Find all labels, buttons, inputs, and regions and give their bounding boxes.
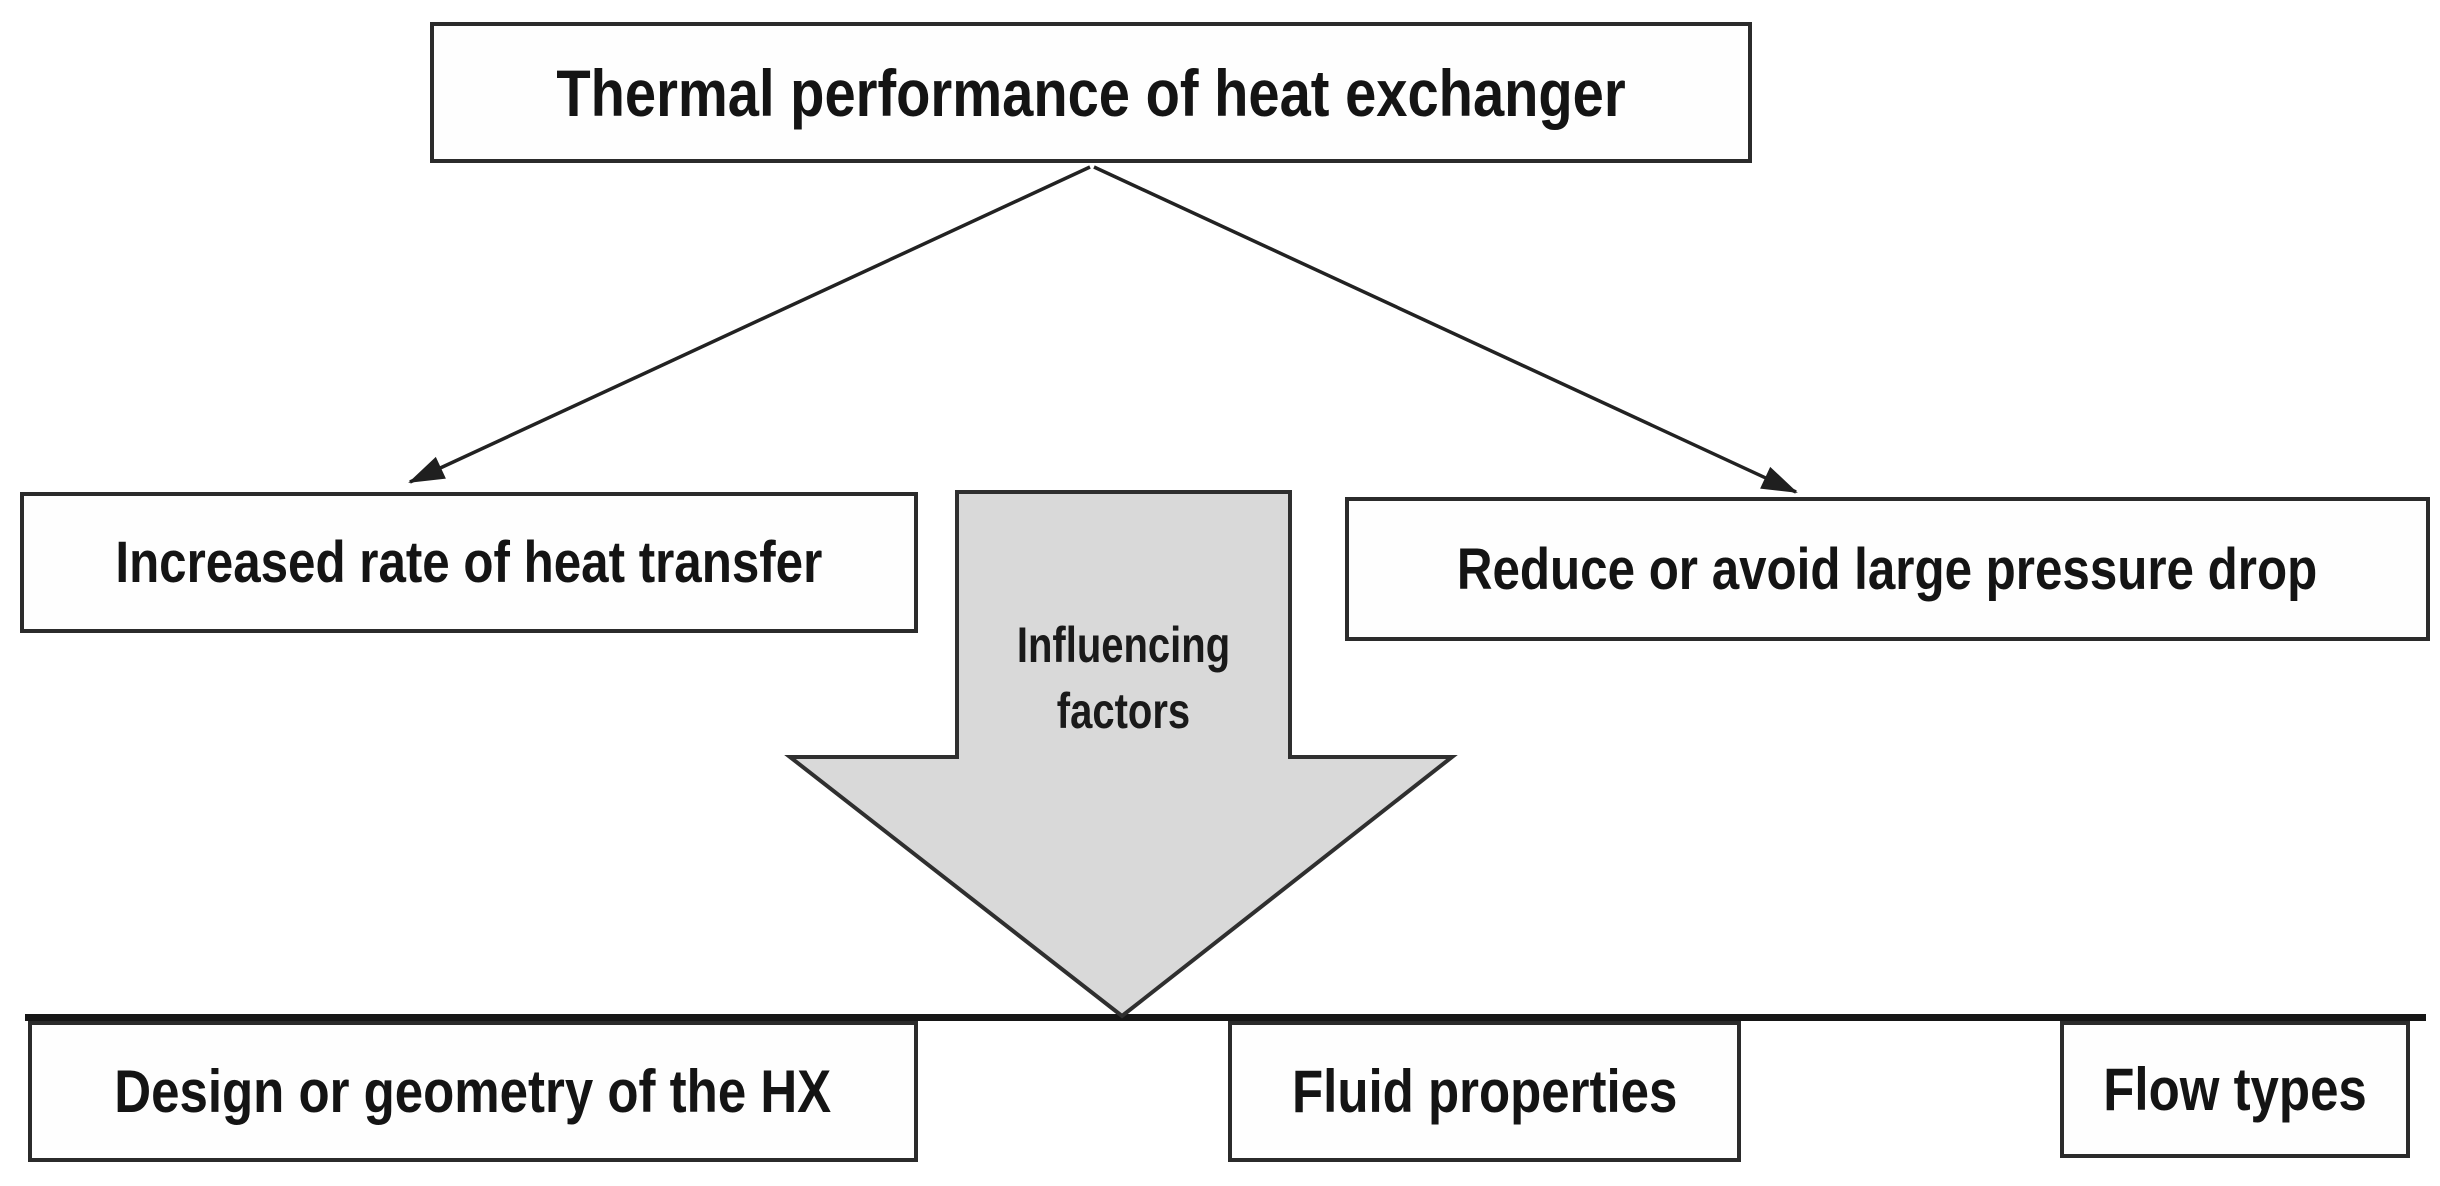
factor-box-fluid: Fluid properties [1228, 1021, 1741, 1162]
outcome-box-pressure-drop: Reduce or avoid large pressure drop [1345, 497, 2430, 641]
connector-arrow-right [1093, 165, 1798, 494]
factor-box-flow-label: Flow types [2103, 1056, 2367, 1123]
influencing-arrow-label-line2: factors [1056, 683, 1191, 739]
factor-box-design-label: Design or geometry of the HX [114, 1058, 832, 1125]
outcome-box-heat-transfer-label: Increased rate of heat transfer [115, 530, 823, 595]
factor-box-design: Design or geometry of the HX [28, 1021, 918, 1162]
connector-arrow-left [408, 165, 1091, 484]
outcome-box-pressure-drop-label: Reduce or avoid large pressure drop [1457, 536, 2318, 602]
influencing-down-arrow-icon [784, 490, 1458, 1019]
factor-box-flow: Flow types [2060, 1021, 2410, 1158]
influencing-arrow-label: Influencing factors [990, 612, 1256, 744]
root-node-label: Thermal performance of heat exchanger [556, 55, 1626, 130]
influencing-arrow-label-line1: Influencing [1016, 617, 1231, 673]
root-node: Thermal performance of heat exchanger [430, 22, 1752, 163]
factor-box-fluid-label: Fluid properties [1291, 1058, 1678, 1125]
outcome-box-heat-transfer: Increased rate of heat transfer [20, 492, 918, 633]
